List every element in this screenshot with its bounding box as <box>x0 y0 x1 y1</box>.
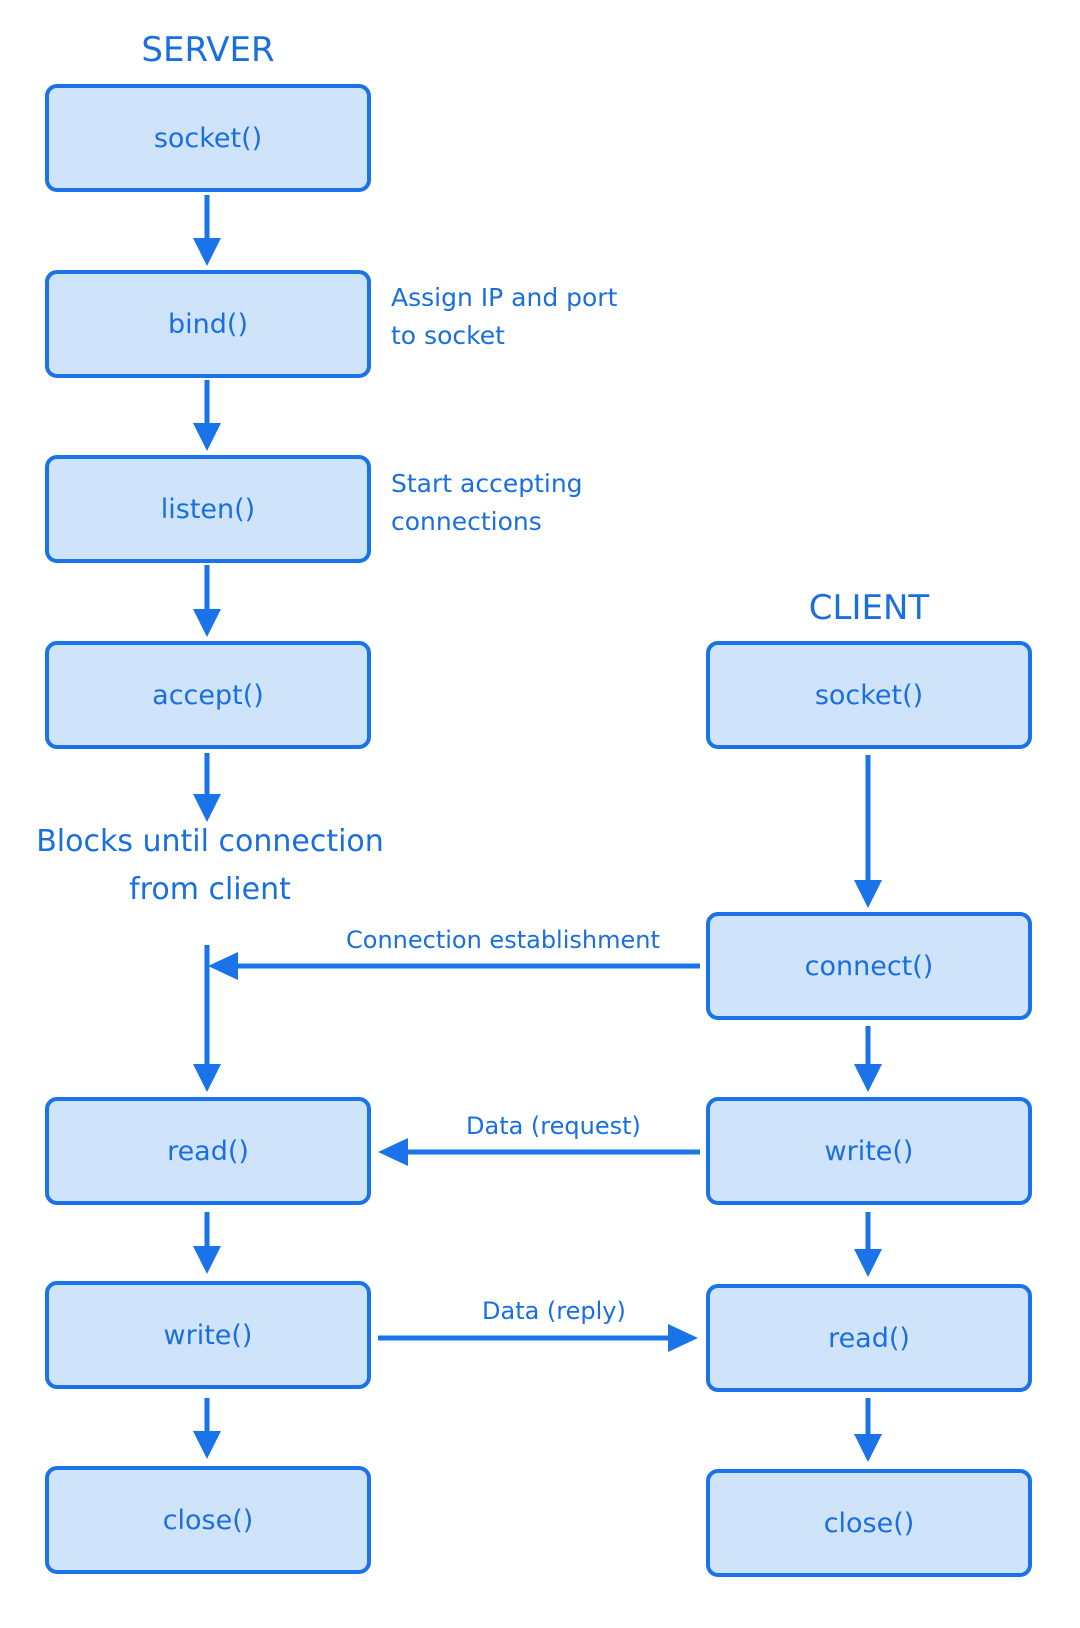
server-listen-label: listen() <box>160 493 256 525</box>
bind-note: Assign IP and port to socket <box>391 279 617 355</box>
listen-note-line-2: connections <box>391 507 542 536</box>
server-bind-label: bind() <box>168 308 248 340</box>
arrow-listen-to-accept <box>193 565 221 637</box>
server-accept-box: accept() <box>45 641 371 749</box>
arrow-connect-to-client-write <box>854 1026 882 1092</box>
arrow-bind-to-listen <box>193 380 221 451</box>
client-close-box: close() <box>706 1469 1032 1577</box>
bind-note-line-1: Assign IP and port <box>391 283 618 312</box>
data-reply-label: Data (reply) <box>482 1297 626 1325</box>
server-heading: SERVER <box>141 30 275 70</box>
client-read-label: read() <box>828 1322 910 1354</box>
client-socket-box: socket() <box>706 641 1032 749</box>
arrow-client-read-to-close <box>854 1398 882 1462</box>
arrow-read-to-write <box>193 1212 221 1274</box>
server-listen-box: listen() <box>45 455 371 563</box>
listen-note-line-1: Start accepting <box>391 469 583 498</box>
arrow-write-to-close <box>193 1398 221 1459</box>
server-accept-label: accept() <box>152 679 264 711</box>
server-read-label: read() <box>167 1135 249 1167</box>
client-connect-box: connect() <box>706 912 1032 1020</box>
data-request-label: Data (request) <box>466 1112 641 1140</box>
arrow-accept-to-blocks <box>193 753 221 822</box>
arrow-client-socket-to-connect <box>854 755 882 908</box>
client-socket-label: socket() <box>814 679 924 711</box>
blocks-text-line-2: from client <box>129 872 291 907</box>
server-write-label: write() <box>163 1319 253 1351</box>
arrow-blocks-to-read <box>193 945 221 1092</box>
arrow-data-request <box>378 1138 700 1166</box>
server-read-box: read() <box>45 1097 371 1205</box>
client-close-label: close() <box>823 1507 915 1539</box>
arrow-client-write-to-read <box>854 1212 882 1277</box>
server-close-box: close() <box>45 1466 371 1574</box>
server-close-label: close() <box>162 1504 254 1536</box>
arrow-connection-establishment <box>208 952 700 980</box>
server-socket-box: socket() <box>45 84 371 192</box>
blocks-text-line-1: Blocks until connection <box>36 824 384 859</box>
client-heading: CLIENT <box>808 588 930 628</box>
server-write-box: write() <box>45 1281 371 1389</box>
client-connect-label: connect() <box>804 950 934 982</box>
server-bind-box: bind() <box>45 270 371 378</box>
listen-note: Start accepting connections <box>391 465 583 541</box>
client-write-label: write() <box>824 1135 914 1167</box>
connection-establishment-label: Connection establishment <box>346 926 660 954</box>
blocks-until-connection-text: Blocks until connection from client <box>20 818 400 914</box>
client-read-box: read() <box>706 1284 1032 1392</box>
client-write-box: write() <box>706 1097 1032 1205</box>
server-socket-label: socket() <box>153 122 263 154</box>
arrow-socket-to-bind <box>193 195 221 266</box>
bind-note-line-2: to socket <box>391 321 505 350</box>
arrow-data-reply <box>378 1324 698 1352</box>
